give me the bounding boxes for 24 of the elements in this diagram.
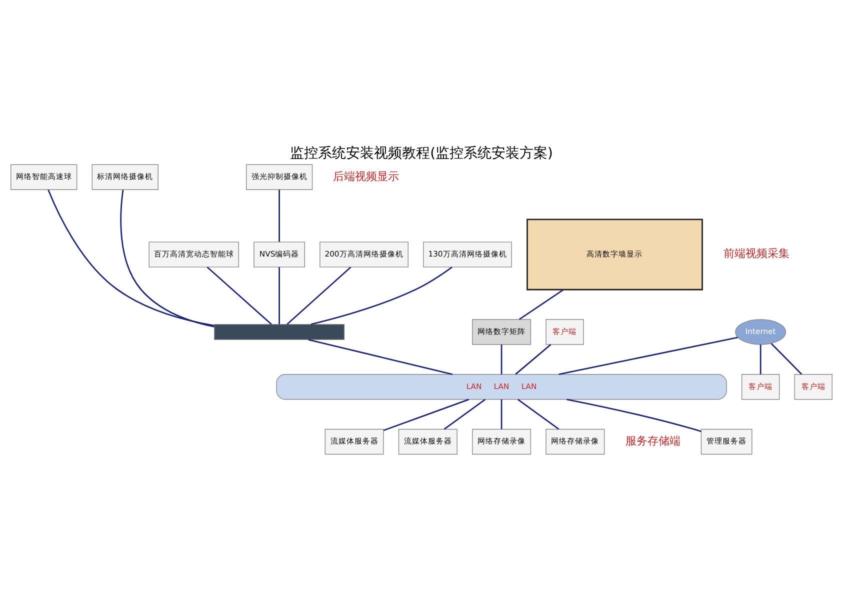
connector — [278, 189, 280, 242]
connector — [308, 338, 452, 374]
node-box — [214, 324, 345, 340]
label: 前端视频采集 — [723, 246, 790, 260]
connector — [500, 398, 502, 429]
connector — [517, 398, 560, 430]
connector — [518, 288, 564, 320]
connector — [770, 342, 802, 374]
connector — [48, 188, 214, 326]
connector — [278, 266, 280, 324]
connector — [760, 344, 762, 374]
connector — [383, 398, 470, 431]
connector — [500, 344, 502, 374]
diagram-title: 监控系统安装视频教程(监控系统安装方案) — [290, 145, 553, 162]
label: 后端视频显示 — [333, 169, 400, 182]
connector — [444, 398, 486, 430]
connector — [566, 398, 702, 432]
connector — [286, 266, 352, 324]
label: 服务存储端 — [625, 434, 680, 447]
connector — [120, 189, 214, 327]
connector — [206, 266, 272, 324]
connector — [310, 266, 452, 324]
connector — [515, 344, 552, 374]
connector — [558, 336, 738, 375]
